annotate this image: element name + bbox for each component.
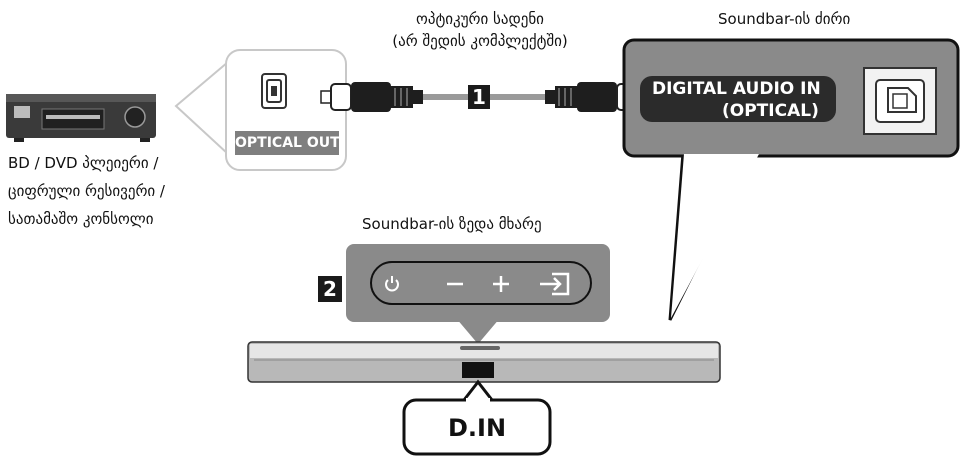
soundbar-top-label: Soundbar-ის ზედა მხარე — [362, 215, 542, 233]
soundbar-back-label: Soundbar-ის ძირი — [718, 10, 851, 28]
source-icon[interactable] — [540, 272, 570, 296]
digital-audio-in-port-icon — [863, 67, 937, 135]
source-device-caption-line2: ციფრული რესივერი / — [8, 182, 165, 200]
source-device-caption-line1: BD / DVD პლეიერი / — [8, 154, 159, 172]
digital-audio-in-label-line2: (OPTICAL) — [722, 101, 819, 121]
cable-caption-line2: (არ შედის კომპლექტში) — [392, 32, 568, 50]
source-device-caption-line3: სათამაშო კონსოლი — [8, 210, 154, 228]
volume-up-icon[interactable] — [493, 276, 509, 292]
din-label: D.IN — [447, 414, 507, 442]
top-panel-callout — [346, 244, 610, 344]
step-badge-2: 2 — [318, 276, 342, 302]
cable-caption-line1: ოპტიკური სადენი — [416, 10, 544, 28]
din-callout — [402, 379, 552, 456]
power-icon[interactable] — [385, 276, 399, 292]
step-badge-1: 1 — [468, 85, 490, 109]
bd-dvd-player-icon — [6, 94, 156, 142]
digital-audio-in-label-line1: DIGITAL AUDIO IN — [652, 79, 821, 99]
din-indicator — [462, 362, 494, 378]
optical-out-label: OPTICAL OUT — [235, 135, 340, 151]
optical-out-port-icon — [261, 73, 287, 109]
soundbar — [247, 341, 721, 383]
optical-out-label-bg — [235, 131, 339, 155]
